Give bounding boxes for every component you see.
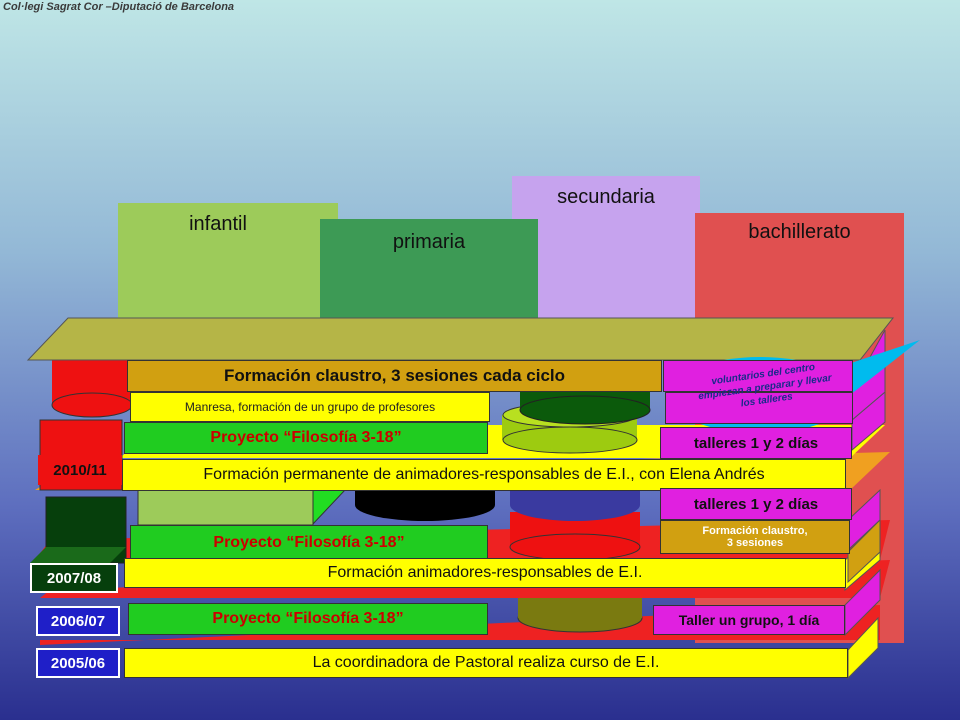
cylinder-lime xyxy=(502,426,638,454)
year-label-2010: 2010/11 xyxy=(38,455,122,485)
talleres-magenta-mid xyxy=(665,392,853,424)
talleres-bar-2007: talleres 1 y 2 días xyxy=(660,488,852,520)
column-bachillerato-label: bachillerato xyxy=(748,221,851,243)
cylinder-olive-body xyxy=(518,598,642,618)
slab-2006-magenta-side xyxy=(844,568,881,637)
proyecto-bar-2010: Proyecto “Filosofía 3-18” xyxy=(124,422,488,454)
block-2007-lightgreen xyxy=(137,489,314,526)
cylinder-darkgreen xyxy=(519,395,651,425)
slab-2007-gold-side xyxy=(847,518,881,584)
talleres-magenta-top xyxy=(663,360,853,392)
proyecto-bar-2007: Proyecto “Filosofía 3-18” xyxy=(130,525,488,561)
cylinder-red xyxy=(509,533,641,561)
talleres-bar-2010: talleres 1 y 2 días xyxy=(660,427,852,459)
block-2007-darkgreen-top xyxy=(30,547,126,563)
claustro-small-bar: Formación claustro, 3 sesiones xyxy=(660,520,850,554)
credit-text: Col·legi Sagrat Cor –Diputació de Barcel… xyxy=(3,1,235,13)
coordinadora-bar: La coordinadora de Pastoral realiza curs… xyxy=(124,648,848,678)
year-label-2006: 2006/07 xyxy=(36,606,120,636)
cylinder-topleft xyxy=(51,392,133,418)
top-lid xyxy=(26,317,895,361)
proyecto-bar-2006: Proyecto “Filosofía 3-18” xyxy=(128,603,488,635)
formacion-bar-2007: Formación animadores-responsables de E.I… xyxy=(124,558,846,588)
taller-bar-2006: Taller un grupo, 1 día xyxy=(653,605,845,635)
manresa-bar: Manresa, formación de un grupo de profes… xyxy=(130,392,490,422)
column-infantil-label: infantil xyxy=(189,213,247,235)
column-primaria-label: primaria xyxy=(392,231,466,253)
column-secundaria-label: secundaria xyxy=(557,186,655,208)
year-label-2005: 2005/06 xyxy=(36,648,120,678)
slab-2005-yellow-side xyxy=(847,616,879,680)
claustro-bar-2010: Formación claustro, 3 sesiones cada cicl… xyxy=(127,360,662,392)
year-label-2007: 2007/08 xyxy=(30,563,118,593)
permanente-bar: Formación permanente de animadores-respo… xyxy=(122,459,846,491)
